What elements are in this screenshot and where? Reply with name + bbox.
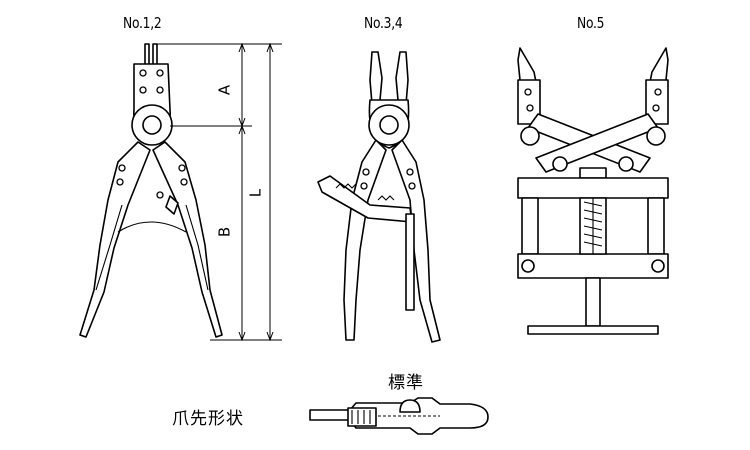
pliers-no5-post-left [521, 197, 539, 255]
tip-standard-label: 標準 [388, 373, 424, 393]
tip-shape-ring [347, 407, 377, 427]
tip-shape-drawing [309, 397, 489, 435]
pliers-no12-handle-right [152, 141, 223, 338]
dimension-lines: A B L [157, 42, 282, 342]
pliers-no5-stem [585, 277, 601, 327]
pliers-no12-tip-right [152, 43, 158, 67]
pliers-no5-link-b [535, 113, 659, 173]
dimension-b-label: B [216, 227, 234, 237]
pliers-no34-tip-left [369, 51, 383, 105]
pliers-no34-handle-right [391, 139, 441, 343]
tip-shape-caption: 爪先形状 [172, 409, 244, 429]
tip-shape-dome [399, 399, 421, 413]
pliers-no12-spring [165, 195, 179, 215]
pliers-no5-arm-left [517, 79, 541, 125]
pliers-no12-drawing [79, 43, 223, 338]
pliers-no34-ratchet-bar [405, 213, 415, 311]
pliers-no5-frame-bottom [517, 253, 669, 279]
model-label-no34: No.3,4 [364, 14, 403, 32]
pliers-no5-t-handle [527, 325, 659, 335]
pliers-no34-drawing [317, 51, 441, 343]
model-label-no5: No.5 [577, 14, 605, 32]
pliers-no5-arm-right [645, 79, 669, 125]
pliers-no5-nut [579, 167, 607, 179]
pliers-no5-post-right [647, 197, 665, 255]
dimension-l-label: L [247, 188, 265, 197]
dimension-a-label: A [216, 84, 234, 95]
pliers-no5-frame-top [517, 177, 669, 199]
pliers-no5-drawing [517, 47, 669, 335]
pliers-no12-handle-left [79, 141, 151, 338]
pliers-no12-tip-left [144, 43, 150, 67]
model-label-no12: No.1,2 [123, 14, 162, 32]
pliers-no34-tip-right [395, 51, 409, 105]
